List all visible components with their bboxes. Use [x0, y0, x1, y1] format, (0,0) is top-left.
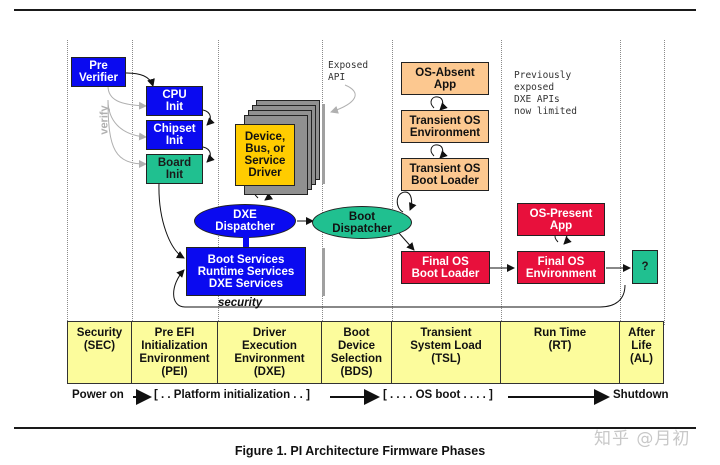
- column-divider: [392, 40, 393, 325]
- arrow-board-services: [158, 182, 185, 259]
- column-divider: [132, 40, 133, 325]
- board-init-box: Board Init: [146, 154, 203, 184]
- exposed-api-bar: [322, 104, 325, 184]
- phase-rt: Run Time (RT): [501, 321, 620, 384]
- verify-arrow-board: [107, 99, 147, 168]
- timeline-power-on: Power on: [72, 389, 124, 401]
- previously-exposed-note: Previously exposed DXE APIs now limited: [514, 70, 577, 117]
- timeline-platform-init: [ . . Platform initialization . . ]: [154, 389, 310, 401]
- timeline-shutdown: Shutdown: [613, 389, 669, 401]
- verify-arrow-cpu: [107, 85, 147, 110]
- watermark: 知乎 @月初: [594, 429, 691, 449]
- column-divider: [501, 40, 502, 325]
- pre-verifier-box: Pre Verifier: [71, 57, 126, 87]
- dxe-connector: [243, 236, 249, 248]
- phase-bds: Boot Device Selection (BDS): [322, 321, 392, 384]
- cpu-init-box: CPU Init: [146, 86, 203, 116]
- transient-os-env-box: Transient OS Environment: [401, 110, 489, 143]
- verify-label: verify: [98, 105, 111, 135]
- dxe-dispatcher: DXE Dispatcher: [194, 204, 296, 238]
- arrow-osabsent-transientenv: [430, 96, 448, 111]
- column-divider: [620, 40, 621, 325]
- transient-os-loader-box: Transient OS Boot Loader: [401, 158, 489, 191]
- bottom-rule: [14, 427, 696, 429]
- security-label: security: [218, 297, 263, 309]
- column-divider: [67, 40, 68, 325]
- phase-sec: Security (SEC): [67, 321, 132, 384]
- arrow-chipset-board: [202, 146, 215, 163]
- os-present-app-box: OS-Present App: [517, 203, 605, 236]
- column-divider: [218, 40, 219, 325]
- column-divider: [664, 40, 665, 325]
- services-box: Boot Services Runtime Services DXE Servi…: [186, 247, 306, 296]
- arrow-security-loop: [173, 269, 626, 308]
- phase-al: After Life (AL): [620, 321, 664, 384]
- final-os-loader-box: Final OS Boot Loader: [401, 251, 490, 284]
- arrow-preverifier-cpu: [125, 72, 155, 87]
- after-life-box: ?: [632, 250, 658, 284]
- chipset-init-box: Chipset Init: [146, 120, 203, 150]
- phase-pei: Pre EFI Initialization Environment (PEI): [132, 321, 218, 384]
- device-driver-box: Device, Bus, or Service Driver: [235, 124, 295, 186]
- phase-dxe: Driver Execution Environment (DXE): [218, 321, 322, 384]
- exposed-api-bar: [322, 248, 325, 296]
- figure-caption: Figure 1. PI Architecture Firmware Phase…: [234, 444, 486, 458]
- boot-dispatcher: Boot Dispatcher: [312, 206, 412, 239]
- final-os-env-box: Final OS Environment: [517, 251, 605, 284]
- arrow-boot-finaloader: [397, 231, 415, 251]
- timeline-os-boot: [ . . . . OS boot . . . . ]: [383, 389, 493, 401]
- os-absent-app-box: OS-Absent App: [401, 62, 489, 95]
- arrow-transientenv-loader: [430, 144, 448, 159]
- arrow-cpu-chipset: [202, 109, 215, 126]
- arrow-boot-transientloader: [396, 191, 417, 213]
- top-rule: [14, 9, 696, 11]
- phase-tsl: Transient System Load (TSL): [392, 321, 501, 384]
- exposed-api-arrow: [330, 84, 356, 114]
- exposed-api-note: Exposed API: [328, 60, 369, 83]
